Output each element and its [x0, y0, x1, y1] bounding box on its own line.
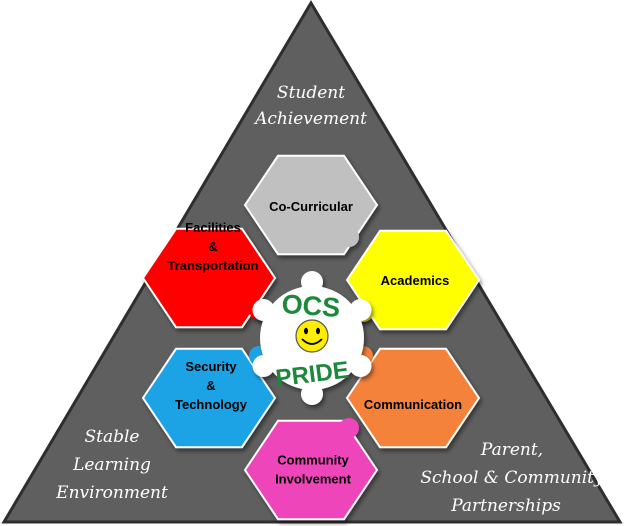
piece-shape-facilities-transportation [141, 227, 277, 329]
center-top-text: OCS [281, 289, 341, 323]
gear-tooth [349, 299, 372, 321]
gear-tooth [301, 271, 323, 293]
corner-bottom-left-line-3: Environment [55, 483, 168, 503]
gear-tooth [252, 355, 275, 377]
gear-tooth [301, 383, 323, 405]
piece-label-security-technology-1: & [206, 378, 215, 393]
piece-label-community-involvement-0: Community [277, 453, 349, 468]
piece-shape-security-technology [141, 347, 277, 449]
piece-label-academics-0: Academics [381, 273, 450, 288]
corner-top-line-1: Student [277, 83, 345, 103]
piece-label-facilities-transportation-0: Facilities [185, 220, 241, 235]
piece-knob-community-involvement [339, 418, 359, 438]
piece-label-communication-0: Communication [364, 397, 462, 412]
piece-labels: Co-CurricularAcademicsCommunicationCommu… [167, 199, 462, 487]
corner-bottom-right-line-3: Partnerships [450, 496, 561, 516]
piece-label-facilities-transportation-1: & [208, 239, 217, 254]
smiley-icon [295, 319, 329, 353]
piece-shape-academics [345, 229, 481, 331]
piece-knob-co-curricular [339, 227, 359, 247]
piece-community-involvement [243, 418, 379, 521]
corner-bottom-left-line-2: Learning [72, 455, 151, 475]
gear-tooth [349, 355, 372, 377]
corner-bottom-left-line-1: Stable [85, 427, 140, 447]
piece-label-co-curricular-0: Co-Curricular [269, 199, 353, 214]
corner-bottom-right-line-2: School & Community [420, 468, 604, 488]
piece-label-security-technology-2: Technology [175, 397, 248, 412]
corner-top-line-2: Achievement [253, 109, 367, 129]
piece-co-curricular [243, 154, 379, 256]
piece-label-security-technology-0: Security [185, 359, 237, 374]
corner-bottom-right-line-1: Parent, [480, 440, 543, 460]
piece-label-community-involvement-1: Involvement [275, 472, 352, 487]
gear-tooth [252, 299, 275, 321]
piece-label-facilities-transportation-2: Transportation [167, 258, 258, 273]
piece-shape-communication [345, 347, 481, 449]
